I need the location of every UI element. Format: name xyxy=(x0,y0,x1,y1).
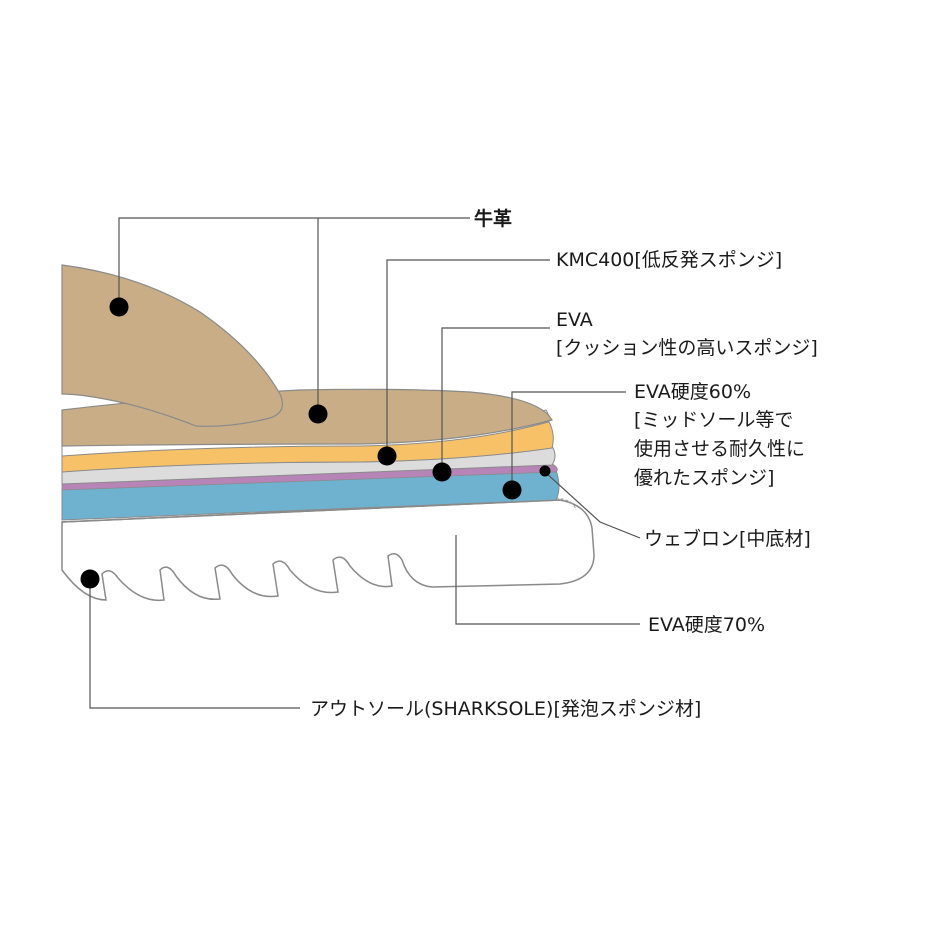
dot-outsole xyxy=(80,569,100,589)
dot-leather-strap xyxy=(109,297,129,317)
leather-strap xyxy=(61,264,283,427)
marker-dots xyxy=(80,297,551,589)
dot-eva60 xyxy=(502,480,522,500)
outsole-shape xyxy=(61,497,595,602)
label-eva60-line3: 使用させる耐久性に xyxy=(634,438,805,460)
leader-lines xyxy=(89,217,641,709)
dot-webron xyxy=(539,465,551,477)
dot-leather-footbed xyxy=(308,404,328,424)
label-eva70: EVA硬度70% xyxy=(648,614,765,636)
label-leather: 牛革 xyxy=(474,207,512,230)
label-eva60-line2: [ミッドソール等で xyxy=(634,409,793,431)
label-kmc400: KMC400[低反発スポンジ] xyxy=(556,249,782,271)
label-eva60-line4: 優れたスポンジ] xyxy=(634,467,774,489)
label-eva60-line1: EVA硬度60% xyxy=(634,381,751,403)
label-outsole: アウトソール(SHARKSOLE)[発泡スポンジ材] xyxy=(310,698,701,720)
label-eva-line1: EVA xyxy=(556,309,593,331)
label-webron: ウェブロン[中底材] xyxy=(644,527,811,550)
dot-kmc400 xyxy=(377,446,397,466)
dot-eva xyxy=(432,462,452,482)
label-eva-line2: [クッション性の高いスポンジ] xyxy=(556,337,818,359)
